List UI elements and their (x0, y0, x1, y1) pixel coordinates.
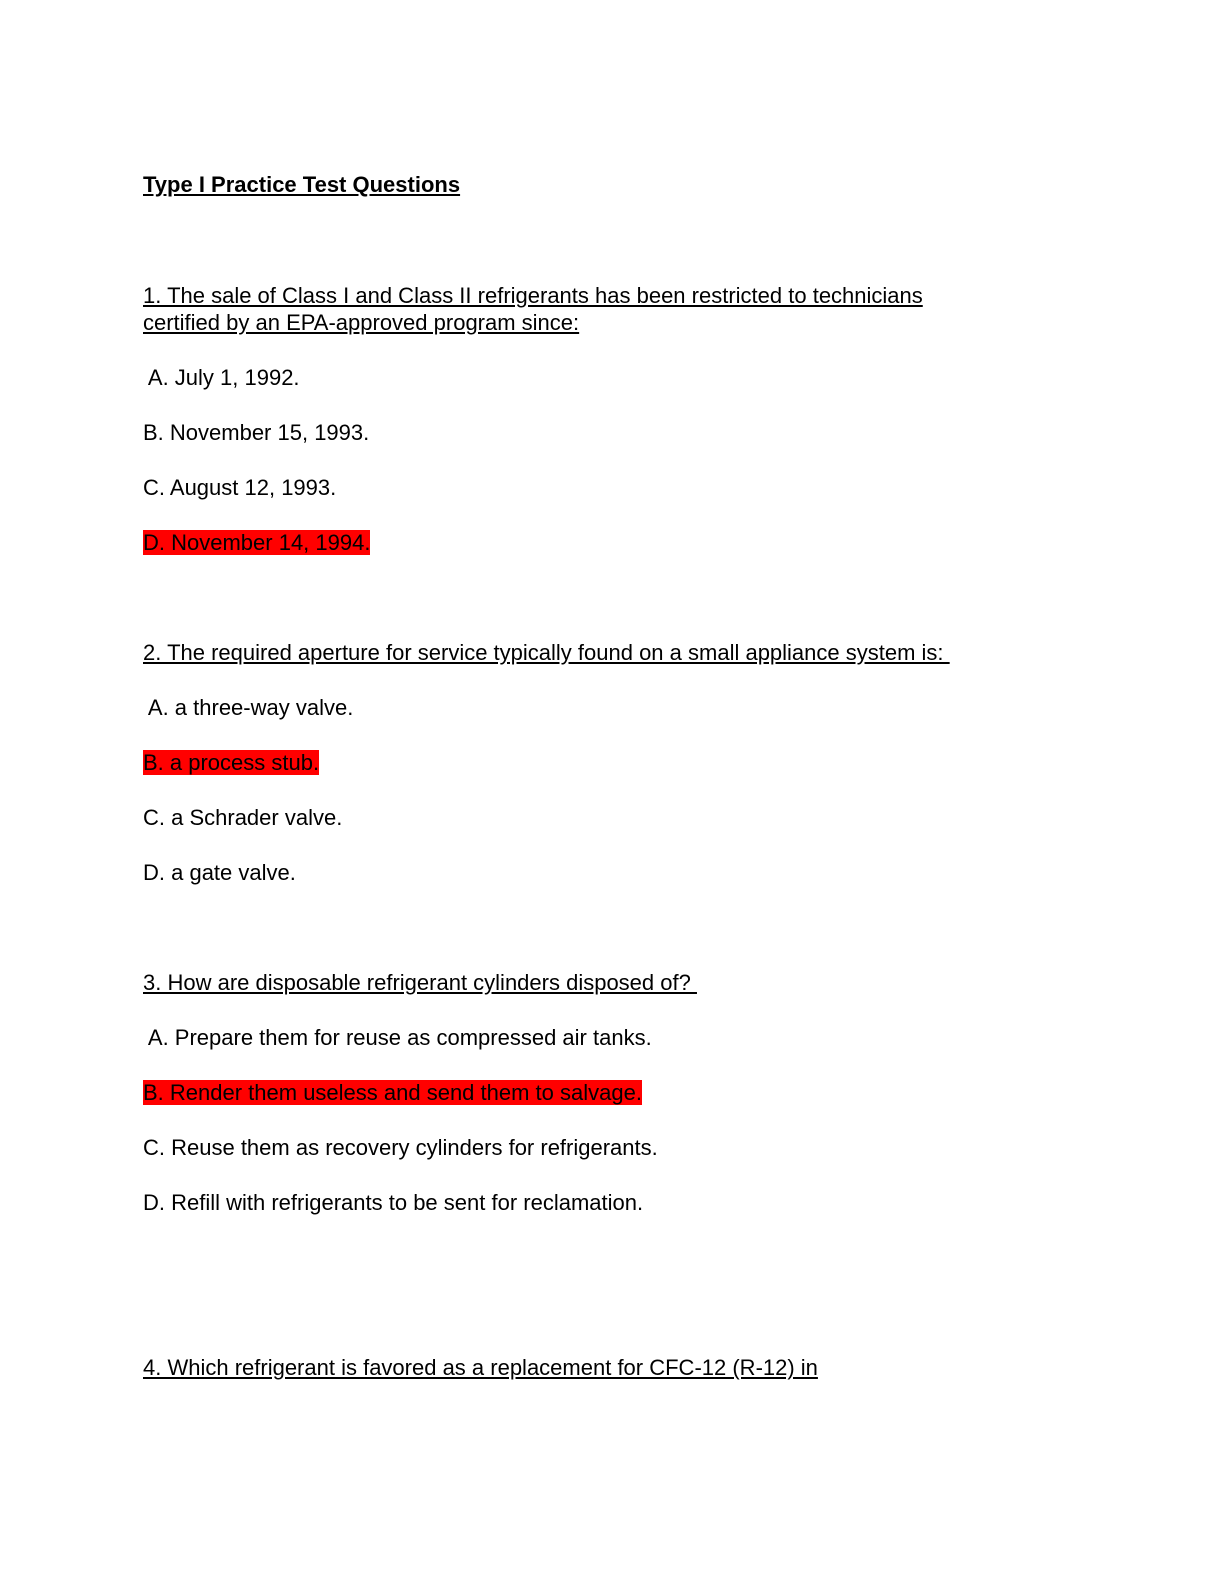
question-3-text: 3. How are disposable refrigerant cylind… (143, 970, 697, 995)
document-title: Type I Practice Test Questions (143, 172, 461, 197)
question-2-option-a: A. a three-way valve. (143, 695, 354, 720)
question-2-option-b-correct: B. a process stub. (143, 750, 320, 775)
question-3-option-a: A. Prepare them for reuse as compressed … (143, 1025, 652, 1050)
question-2-option-d: D. a gate valve. (143, 860, 296, 885)
question-2-text: 2. The required aperture for service typ… (143, 640, 950, 665)
question-1-text-line2: certified by an EPA-approved program sin… (143, 310, 580, 335)
question-1-text-line1: 1. The sale of Class I and Class II refr… (143, 283, 923, 308)
question-1-option-d-correct: D. November 14, 1994. (143, 530, 371, 555)
question-3-option-c: C. Reuse them as recovery cylinders for … (143, 1135, 658, 1160)
question-4-text: 4. Which refrigerant is favored as a rep… (143, 1355, 818, 1380)
question-2-option-c: C. a Schrader valve. (143, 805, 343, 830)
question-3-option-b-correct: B. Render them useless and send them to … (143, 1080, 642, 1105)
question-3-option-d: D. Refill with refrigerants to be sent f… (143, 1190, 644, 1215)
question-1-option-c: C. August 12, 1993. (143, 475, 337, 500)
question-1-option-b: B. November 15, 1993. (143, 420, 370, 445)
question-1-option-a: A. July 1, 1992. (143, 365, 300, 390)
